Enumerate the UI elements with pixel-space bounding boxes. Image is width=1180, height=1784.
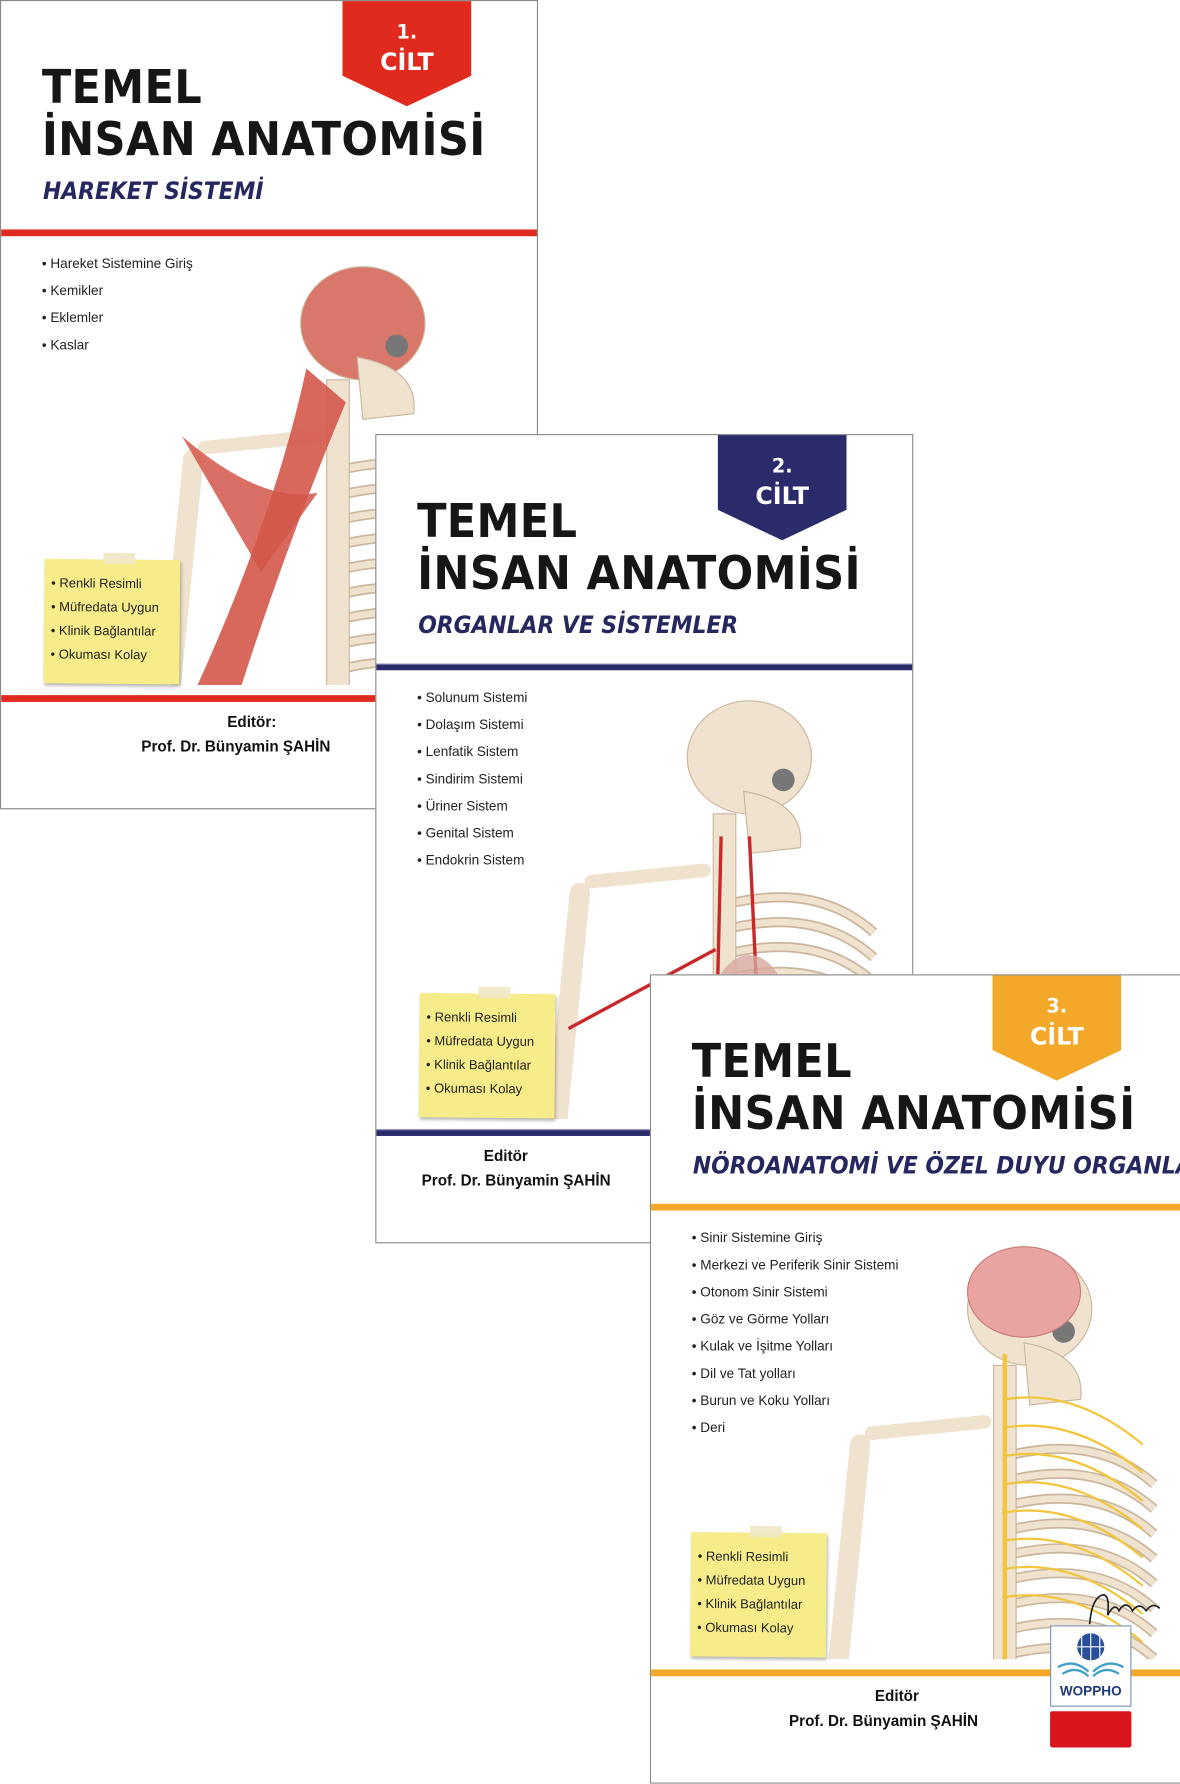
feature-item: Müfredata Uygun bbox=[426, 1035, 555, 1060]
clavicle-shape bbox=[864, 1415, 992, 1441]
topic-item: Dolaşım Sistemi bbox=[417, 715, 527, 742]
bottom-divider bbox=[376, 1129, 913, 1136]
volume-label: CİLT bbox=[1030, 1022, 1084, 1051]
brain-shape bbox=[966, 1246, 1082, 1338]
sticky-note: Renkli ResimliMüfredata UygunKlinik Bağl… bbox=[418, 986, 556, 1119]
topic-item: Kaslar bbox=[42, 336, 193, 363]
badge-shape-icon bbox=[717, 435, 847, 541]
topic-item: Göz ve Görme Yolları bbox=[692, 1310, 899, 1337]
globe-icon bbox=[1057, 1633, 1125, 1678]
title-line-1: TEMEL bbox=[417, 493, 578, 549]
title-line-1: TEMEL bbox=[691, 1034, 852, 1089]
book-cover-3: 3. CİLT TEMEL İNSAN ANATOMİSİ NÖROANATOM… bbox=[649, 974, 1180, 1784]
eye-socket-shape bbox=[771, 768, 795, 792]
top-divider bbox=[651, 1203, 1180, 1211]
badge-shape-icon bbox=[342, 1, 472, 107]
jaw-shape bbox=[743, 790, 802, 855]
humerus-shape bbox=[828, 1434, 871, 1660]
publisher-sticker bbox=[1050, 1711, 1132, 1748]
top-divider bbox=[1, 229, 537, 237]
topic-item: Burun ve Koku Yolları bbox=[692, 1391, 899, 1418]
editor-name: Prof. Dr. Bünyamin ŞAHİN bbox=[788, 1712, 979, 1730]
signature-icon bbox=[1088, 1594, 1161, 1625]
feature-item: Klinik Bağlantılar bbox=[51, 625, 180, 650]
topic-item: Hareket Sistemine Giriş bbox=[42, 254, 192, 281]
nerve-shape bbox=[1004, 1481, 1144, 1531]
topic-item: Kemikler bbox=[42, 281, 193, 308]
topic-item: Lenfatik Sistem bbox=[417, 743, 527, 770]
volume-badge: 2. CİLT bbox=[717, 435, 847, 541]
book-cover-1: 1. CİLT TEMEL İNSAN ANATOMİSİ HAREKET Sİ… bbox=[0, 0, 539, 810]
topic-item: Merkezi ve Periferik Sinir Sistemi bbox=[692, 1256, 898, 1283]
editor-label: Editör: bbox=[227, 713, 277, 731]
topic-item: Otonom Sinir Sistemi bbox=[692, 1283, 899, 1310]
topic-item: Solunum Sistemi bbox=[417, 688, 528, 715]
topic-item: Deri bbox=[692, 1419, 899, 1446]
title-line-2: İNSAN ANATOMİSİ bbox=[41, 111, 486, 167]
title-line-2: İNSAN ANATOMİSİ bbox=[417, 545, 861, 601]
topic-list: Sinir Sistemine GirişMerkezi ve Periferi… bbox=[692, 1229, 899, 1446]
topic-list: Solunum SistemiDolaşım SistemiLenfatik S… bbox=[417, 688, 528, 878]
nerve-shape bbox=[1004, 1509, 1144, 1559]
humerus-shape bbox=[547, 882, 591, 1119]
bottom-divider bbox=[1, 695, 537, 702]
feature-item: Okuması Kolay bbox=[697, 1621, 826, 1646]
feature-item: Renkli Resimli bbox=[698, 1550, 827, 1575]
topic-item: Kulak ve İşitme Yolları bbox=[692, 1337, 899, 1364]
topic-item: Üriner Sistem bbox=[417, 797, 527, 824]
spine-shape bbox=[326, 379, 350, 685]
volume-label: CİLT bbox=[755, 482, 809, 510]
sticky-note: Renkli ResimliMüfredata UygunKlinik Bağl… bbox=[690, 1525, 827, 1658]
topic-item: Endokrin Sistem bbox=[417, 851, 527, 878]
subtitle: NÖROANATOMİ VE ÖZEL DUYU ORGANLARI bbox=[692, 1151, 1180, 1179]
feature-item: Okuması Kolay bbox=[426, 1082, 555, 1107]
subtitle: ORGANLAR VE SİSTEMLER bbox=[418, 611, 739, 639]
feature-item: Renkli Resimli bbox=[426, 1011, 555, 1036]
editor-name: Prof. Dr. Bünyamin ŞAHİN bbox=[141, 738, 331, 756]
title-line-2: İNSAN ANATOMİSİ bbox=[691, 1086, 1136, 1141]
feature-item: Müfredata Uygun bbox=[697, 1574, 826, 1599]
eye-socket-shape bbox=[385, 334, 409, 358]
feature-item: Klinik Bağlantılar bbox=[426, 1059, 555, 1084]
clavicle-shape bbox=[584, 863, 711, 889]
topic-list: Hareket Sistemine GirişKemiklerEklemlerK… bbox=[42, 254, 193, 363]
topic-item: Eklemler bbox=[42, 309, 193, 336]
anatomy-illustration bbox=[170, 266, 491, 685]
publisher-logo: WOPPHO bbox=[1050, 1625, 1132, 1748]
nerve-shape bbox=[1004, 1424, 1144, 1474]
volume-label: CİLT bbox=[380, 48, 434, 76]
volume-number: 2. bbox=[771, 455, 793, 479]
nerve-shape bbox=[1004, 1537, 1144, 1587]
top-divider bbox=[376, 663, 913, 671]
topic-item: Genital Sistem bbox=[417, 824, 527, 851]
nerve-shape bbox=[1004, 1396, 1144, 1446]
bottom-divider bbox=[651, 1669, 1180, 1677]
publisher-name: WOPPHO bbox=[1059, 1683, 1122, 1699]
volume-number: 3. bbox=[1046, 995, 1068, 1019]
topic-item: Sindirim Sistemi bbox=[417, 770, 527, 797]
jaw-shape bbox=[356, 356, 415, 420]
volume-badge: 3. CİLT bbox=[992, 975, 1122, 1081]
subtitle: HAREKET SİSTEMİ bbox=[42, 177, 264, 205]
volume-number: 1. bbox=[396, 21, 418, 45]
topic-item: Sinir Sistemine Giriş bbox=[692, 1229, 899, 1256]
anatomy-illustration bbox=[828, 1246, 1158, 1660]
editor-label: Editör bbox=[874, 1687, 919, 1705]
editor-label: Editör bbox=[483, 1147, 528, 1165]
feature-item: Klinik Bağlantılar bbox=[697, 1598, 826, 1623]
title-line-1: TEMEL bbox=[41, 59, 203, 115]
jaw-shape bbox=[1023, 1342, 1082, 1406]
editor-name: Prof. Dr. Bünyamin ŞAHİN bbox=[421, 1172, 611, 1190]
volume-badge: 1. CİLT bbox=[342, 1, 472, 107]
badge-shape-icon bbox=[992, 975, 1122, 1081]
sticky-note: Renkli ResimliMüfredata UygunKlinik Bağl… bbox=[43, 552, 181, 685]
feature-item: Okuması Kolay bbox=[50, 648, 179, 673]
nerve-shape bbox=[1004, 1452, 1144, 1502]
feature-item: Renkli Resimli bbox=[51, 577, 180, 602]
feature-item: Müfredata Uygun bbox=[51, 601, 180, 626]
topic-item: Dil ve Tat yolları bbox=[692, 1364, 899, 1391]
nerve-shape bbox=[1004, 1565, 1144, 1615]
